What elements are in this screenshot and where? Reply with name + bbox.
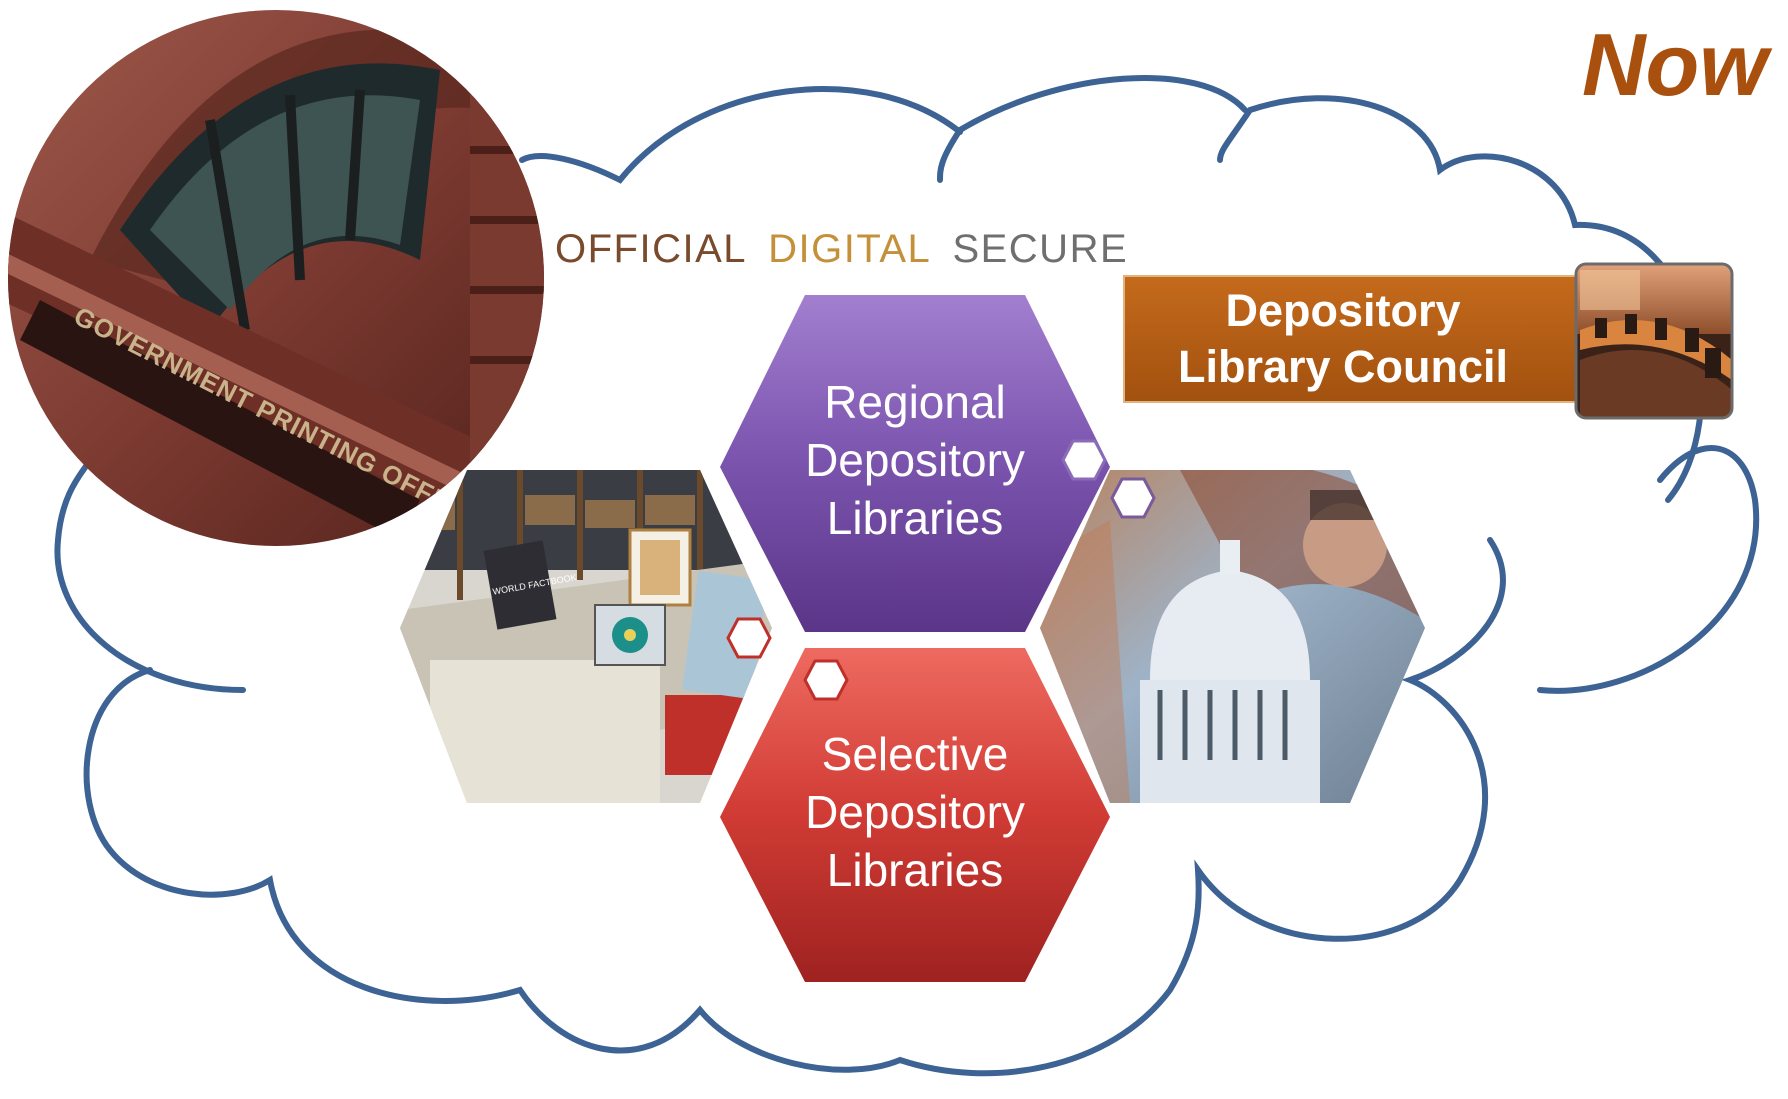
regional-depository-hexagon: Regional Depository Libraries — [720, 295, 1110, 632]
council-room-photo — [1574, 262, 1734, 420]
capitol-collage-photo — [1040, 470, 1425, 803]
tagline: OFFICIAL DIGITAL SECURE — [555, 227, 1128, 271]
tagline-official: OFFICIAL — [555, 227, 746, 271]
connector-hexagon-purple — [1061, 439, 1107, 481]
gpo-building-photo: GOVERNMENT PRINTING OFFICE — [8, 10, 544, 546]
council-title-line1: Depository — [1225, 285, 1460, 336]
connector-hexagon-library — [726, 617, 772, 659]
connector-hexagon-red — [803, 659, 849, 701]
connector-hexagon-capitol — [1110, 477, 1156, 519]
selective-line3: Libraries — [827, 844, 1003, 896]
depository-library-council-box: Depository Library Council — [1123, 275, 1595, 403]
council-title-line2: Library Council — [1178, 341, 1508, 392]
library-display-photo: WORLD FACTBOOK — [400, 470, 772, 803]
regional-line1: Regional — [824, 376, 1006, 428]
selective-line2: Depository — [805, 786, 1025, 838]
selective-line1: Selective — [822, 728, 1009, 780]
tagline-digital: DIGITAL — [768, 227, 930, 271]
tagline-secure: SECURE — [952, 227, 1128, 271]
selective-depository-hexagon: Selective Depository Libraries — [720, 648, 1110, 982]
now-label: Now — [1582, 15, 1773, 114]
regional-line2: Depository — [805, 434, 1025, 486]
regional-line3: Libraries — [827, 492, 1003, 544]
cloud-outline — [54, 75, 1760, 1077]
